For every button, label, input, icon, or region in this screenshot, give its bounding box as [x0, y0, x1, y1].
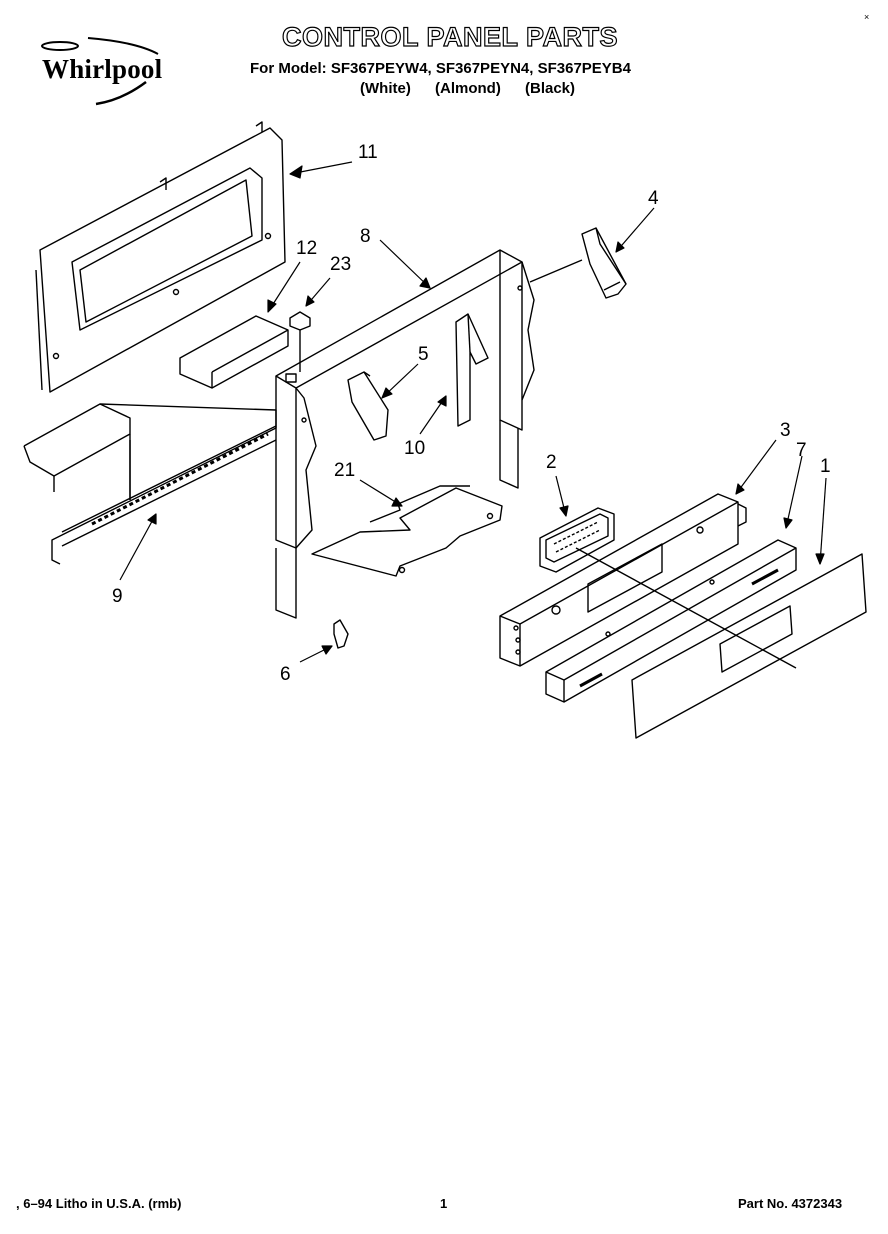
- brand-name: Whirlpool: [42, 54, 163, 84]
- whirlpool-logo: Whirlpool: [26, 34, 186, 108]
- callout-11: 11: [358, 142, 378, 163]
- part-4-end-cap: [581, 227, 627, 299]
- callout-12: 12: [296, 238, 318, 259]
- part-21-shield: [311, 485, 503, 577]
- callout-9: 9: [112, 586, 123, 607]
- callout-8: 8: [360, 226, 371, 247]
- callout-23: 23: [330, 254, 352, 275]
- connector-line-display: [575, 547, 797, 669]
- color-list: (White) (Almond) (Black): [360, 80, 595, 97]
- part-2-display-board: [539, 507, 615, 573]
- part-11-rear-bracket: [35, 121, 286, 393]
- callout-5: 5: [418, 344, 429, 365]
- part-8-panel-frame: [275, 249, 535, 619]
- callout-6: 6: [280, 664, 291, 685]
- part-10-support: [455, 313, 489, 427]
- part-7-trim-channel: [545, 539, 797, 703]
- callout-2: 2: [546, 452, 557, 473]
- page-title: CONTROL PANEL PARTS: [281, 21, 619, 52]
- callout-21: 21: [334, 460, 356, 481]
- color-almond: (Almond): [435, 80, 501, 97]
- callout-1: 1: [820, 456, 831, 477]
- footer-print-info: , 6–94 Litho in U.S.A. (rmb): [16, 1196, 182, 1211]
- logo-swoosh-icon: [41, 37, 159, 106]
- callout-10: 10: [404, 438, 426, 459]
- color-black: (Black): [525, 80, 576, 97]
- part-3-control-housing: [499, 493, 747, 667]
- part-6-small-bracket: [333, 619, 349, 649]
- part-1-front-panel: [631, 553, 867, 739]
- part-9-vent-rail: [23, 403, 277, 565]
- leader-arrows: [119, 161, 827, 663]
- footer-page-number: 1: [440, 1196, 448, 1211]
- part-12-duct: [179, 315, 289, 389]
- connector-line-4: [529, 259, 583, 283]
- callout-4: 4: [648, 188, 659, 209]
- color-white: (White): [360, 80, 411, 97]
- part-5-bracket: [347, 371, 389, 441]
- callout-3: 3: [780, 420, 791, 441]
- corner-mark: ×: [864, 12, 870, 22]
- footer-part-number: Part No. 4372343: [738, 1196, 843, 1211]
- model-list: For Model: SF367PEYW4, SF367PEYN4, SF367…: [250, 60, 631, 77]
- callout-7: 7: [796, 440, 807, 461]
- part-23-clip: [289, 311, 311, 372]
